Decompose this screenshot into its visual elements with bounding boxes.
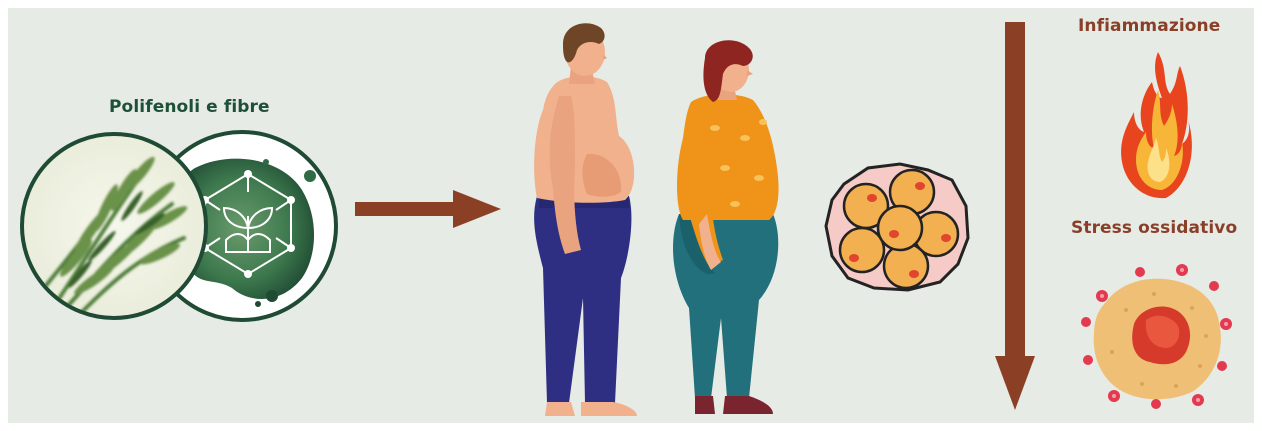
grass-photo-icon — [22, 134, 206, 318]
down-arrow-icon — [995, 22, 1035, 414]
obese-woman-figure — [665, 38, 805, 423]
flame-icon — [1118, 52, 1190, 200]
polyphenols-fibres-illustration — [20, 128, 340, 328]
inflammation-label: Infiammazione — [1078, 16, 1220, 36]
polyphenols-label: Polifenoli e fibre — [109, 97, 270, 117]
oxidative-stress-cell-icon — [1082, 262, 1230, 408]
oxidative-stress-label: Stress ossidativo — [1071, 218, 1237, 238]
adipocyte-cluster-icon — [824, 162, 970, 292]
right-arrow-icon — [355, 190, 505, 230]
obese-man-figure — [525, 18, 645, 428]
